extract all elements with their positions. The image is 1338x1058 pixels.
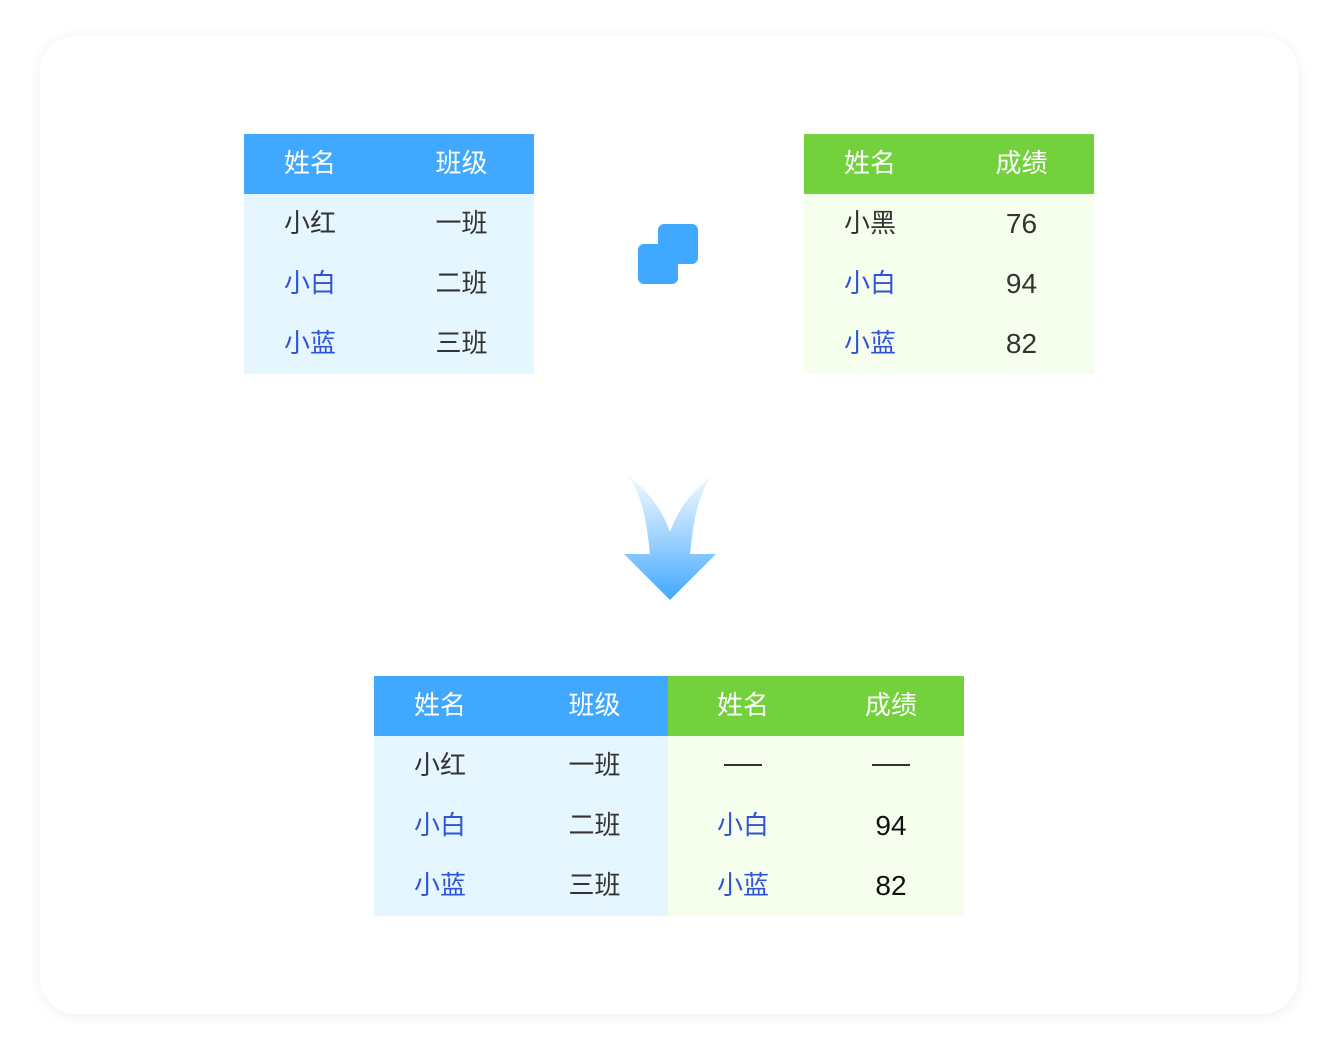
- header-name: 姓名: [284, 149, 337, 179]
- empty-dash: [724, 763, 762, 766]
- cell-name: 小黑: [844, 209, 897, 239]
- empty-dash: [872, 763, 910, 766]
- table-row: 小红 一班: [244, 194, 534, 254]
- cell-class: 三班: [435, 329, 488, 359]
- left-table-header: 姓名 班级: [244, 134, 534, 194]
- left-table: 姓名 班级 小红 一班 小白 二班 小蓝 三班: [244, 134, 534, 374]
- table-row: 小蓝 三班: [244, 314, 534, 374]
- table-row: 小白 94: [804, 254, 1094, 314]
- table-row: 小白 二班 小白 94: [374, 796, 964, 856]
- join-icon: [638, 224, 698, 284]
- right-table-header: 姓名 成绩: [804, 134, 1094, 194]
- table-row: 小蓝 三班 小蓝 82: [374, 856, 964, 916]
- cell-name: 小红: [284, 209, 337, 239]
- table-row: 小黑 76: [804, 194, 1094, 254]
- cell-score: 82: [1005, 328, 1038, 359]
- cell-name: 小红: [374, 736, 521, 796]
- cell-name: 小白: [844, 269, 897, 299]
- cell-name: 小白: [374, 796, 521, 856]
- header-class: 班级: [435, 149, 488, 179]
- cell-name: 小蓝: [844, 329, 897, 359]
- header-name: 姓名: [844, 149, 897, 179]
- cell-name-2: 小蓝: [668, 856, 818, 916]
- result-table-header: 姓名 班级 姓名 成绩: [374, 676, 964, 736]
- cell-score: 94: [818, 796, 964, 856]
- right-table: 姓名 成绩 小黑 76 小白 94 小蓝 82: [804, 134, 1094, 374]
- cell-empty: [668, 736, 818, 796]
- cell-name-2: 小白: [668, 796, 818, 856]
- arrow-down-icon: [624, 474, 716, 600]
- cell-name: 小蓝: [284, 329, 337, 359]
- cell-score: 82: [818, 856, 964, 916]
- table-row: 小白 二班: [244, 254, 534, 314]
- table-row: 小红 一班: [374, 736, 964, 796]
- cell-name: 小白: [284, 269, 337, 299]
- cell-class: 一班: [435, 209, 488, 239]
- cell-score: 94: [1005, 268, 1038, 299]
- cell-class: 二班: [521, 796, 668, 856]
- table-row: 小蓝 82: [804, 314, 1094, 374]
- cell-empty: [818, 736, 964, 796]
- header-score: 成绩: [995, 149, 1048, 179]
- header-name: 姓名: [374, 676, 521, 736]
- header-class: 班级: [521, 676, 668, 736]
- header-score: 成绩: [818, 676, 964, 736]
- cell-class: 一班: [521, 736, 668, 796]
- result-table: 姓名 班级 姓名 成绩 小红 一班 小白 二班 小白 94 小蓝 三班 小蓝 8…: [374, 676, 964, 916]
- cell-score: 76: [1005, 208, 1038, 239]
- cell-name: 小蓝: [374, 856, 521, 916]
- header-name-2: 姓名: [668, 676, 818, 736]
- cell-class: 三班: [521, 856, 668, 916]
- cell-class: 二班: [435, 269, 488, 299]
